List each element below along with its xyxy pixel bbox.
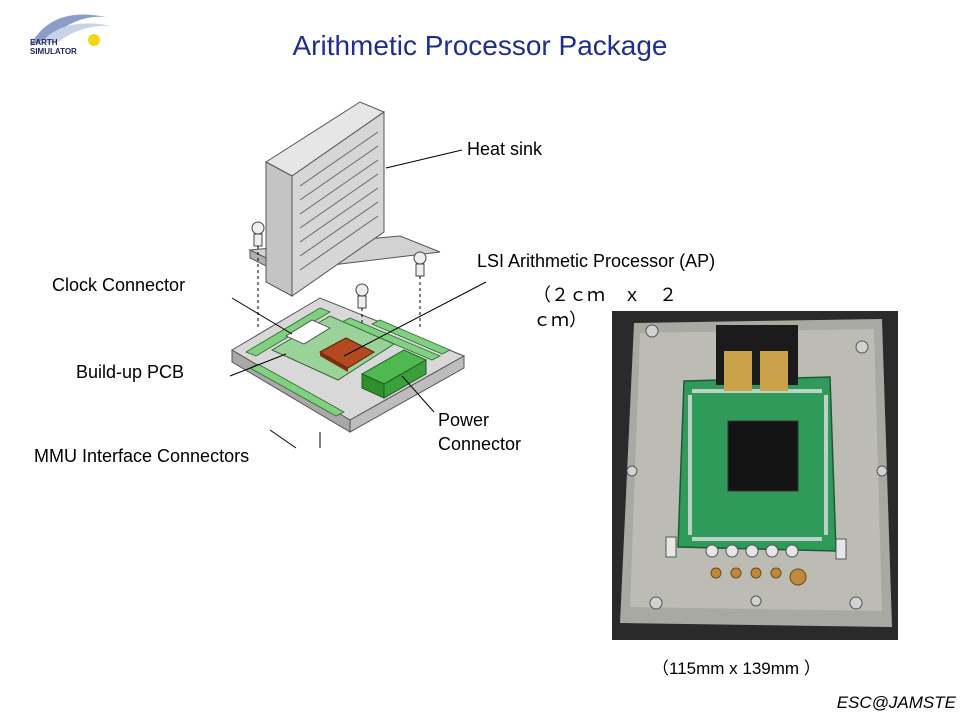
heat-sink-part: [248, 101, 441, 297]
leader-lines: [229, 149, 487, 449]
label-power-connector-line2: Connector: [438, 434, 522, 454]
label-ap-size-line2: ｃｍ）: [533, 310, 587, 330]
logo-line-2: SIMULATOR: [30, 47, 77, 56]
earth-simulator-logo: [30, 14, 112, 46]
package-photo: [612, 311, 898, 640]
label-power-connector-line1: Power: [438, 410, 490, 430]
footer-credit: ESC@JAMSTE: [836, 693, 956, 712]
lsi-chip: [318, 337, 376, 372]
screws: [251, 221, 427, 309]
page-title: Arithmetic Processor Package: [292, 30, 668, 61]
logo-text: EARTH SIMULATOR: [30, 38, 77, 56]
label-ap-size-line1: （２ｃｍ ｘ ２: [533, 285, 677, 305]
label-lsi-ap: LSI Arithmetic Processor (AP): [477, 251, 716, 271]
label-clock-connector: Clock Connector: [52, 275, 186, 295]
label-mmu-interface-connectors: MMU Interface Connectors: [34, 446, 250, 466]
assembly-guides: [257, 246, 421, 330]
label-buildup-pcb: Build-up PCB: [76, 362, 185, 382]
photo-caption: （115mm x 139mm ）: [652, 659, 821, 678]
logo-line-1: EARTH: [30, 38, 58, 47]
label-heat-sink: Heat sink: [467, 139, 543, 159]
